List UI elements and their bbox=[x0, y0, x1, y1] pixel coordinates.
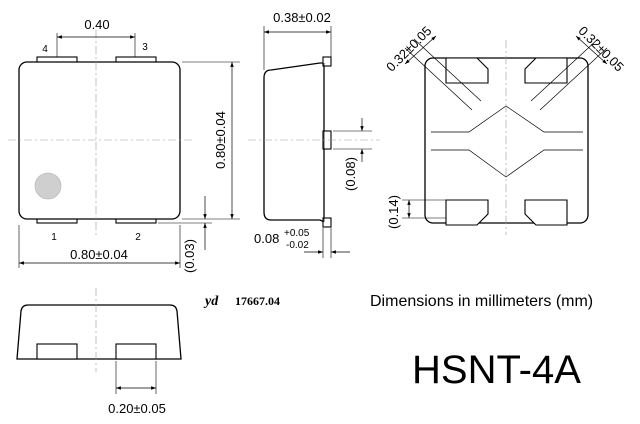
front-view: 0.20±0.05 bbox=[16, 288, 182, 416]
doc-number: 17667.04 bbox=[235, 294, 280, 308]
bottom-pad-top-right bbox=[524, 57, 568, 84]
bottom-pad-bottom-right bbox=[524, 199, 568, 226]
bottom-pad-bottom-left bbox=[445, 199, 489, 226]
tol-minus: -0.02 bbox=[286, 240, 309, 251]
bottom-pad-top-left bbox=[445, 57, 489, 84]
pin-label-2: 2 bbox=[135, 232, 141, 243]
top-view: 4 3 1 2 0.40 0.80±0.04 0.80±0.04 (0.03) bbox=[8, 17, 240, 273]
dim-body-width: 0.80±0.04 bbox=[70, 247, 128, 262]
bottom-view-body bbox=[424, 57, 589, 224]
dim-pad-height: (0.08) bbox=[343, 157, 358, 191]
dim-side-height: 0.38±0.02 bbox=[273, 10, 331, 25]
dim-body-height: 0.80±0.04 bbox=[213, 111, 228, 169]
dim-pin-pitch: 0.40 bbox=[84, 17, 109, 32]
doc-mark: yd bbox=[203, 294, 219, 309]
tol-plus: +0.05 bbox=[284, 228, 310, 239]
pin-label-1: 1 bbox=[51, 232, 57, 243]
units-note: Dimensions in millimeters (mm) bbox=[370, 293, 593, 310]
bottom-view: 0.32±0.05 0.32±0.05 (0.14) bbox=[383, 23, 627, 235]
pin-label-4: 4 bbox=[42, 44, 48, 55]
side-pad-top bbox=[322, 56, 332, 67]
front-pad-right bbox=[115, 343, 157, 360]
side-pad-bottom bbox=[322, 217, 332, 228]
side-view: 0.38±0.02 (0.08) 0.08 +0.05 -0.02 bbox=[248, 10, 380, 258]
package-name: HSNT-4A bbox=[412, 348, 581, 392]
pin1-marker-dot bbox=[34, 172, 62, 200]
dim-pad-extension: (0.03) bbox=[182, 239, 197, 273]
dim-front-pad-width: 0.20±0.05 bbox=[108, 401, 166, 416]
dim-pad-protrusion: 0.08 bbox=[254, 231, 279, 246]
front-pad-left bbox=[36, 343, 78, 360]
pin-label-3: 3 bbox=[142, 42, 148, 53]
side-view-body bbox=[263, 62, 325, 224]
dim-pad-len: (0.14) bbox=[386, 195, 401, 229]
